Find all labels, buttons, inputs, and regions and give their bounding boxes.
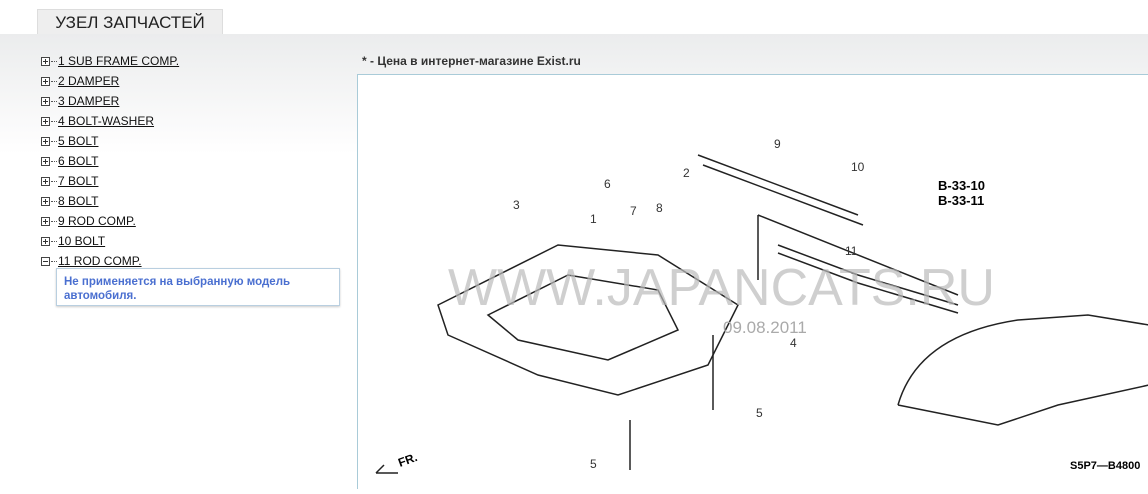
tree-item: 10 BOLT	[41, 231, 179, 251]
tree-item-link[interactable]: 5 BOLT	[58, 134, 99, 148]
parts-tree: 1 SUB FRAME COMP. 2 DAMPER 3 DAMPER 4 BOLT-…	[41, 51, 179, 271]
tree-item-link[interactable]: 2 DAMPER	[58, 74, 120, 88]
tree-item-link[interactable]: 1 SUB FRAME COMP.	[58, 54, 180, 68]
tree-item: 3 DAMPER	[41, 91, 179, 111]
rod-9	[697, 154, 864, 226]
car-outline	[897, 314, 1148, 426]
callout-1: 1	[590, 212, 597, 226]
expand-icon[interactable]	[41, 236, 50, 246]
tree-item-link[interactable]: 8 BOLT	[58, 194, 99, 208]
diagram-svg: WWW.JAPANCATS.RU 09.08.2011 1 2 3 4 5 5 …	[375, 137, 1148, 474]
callout-11: 11	[845, 244, 858, 258]
callout-6: 6	[604, 177, 611, 191]
tree-item-link[interactable]: 3 DAMPER	[58, 94, 120, 108]
tree-connector	[51, 260, 57, 262]
top-bar: УЗЕЛ ЗАПЧАСТЕЙ	[0, 0, 1148, 35]
expand-icon[interactable]	[41, 96, 50, 106]
expand-icon[interactable]	[41, 56, 50, 66]
subframe-inner	[486, 274, 680, 361]
expand-icon[interactable]	[41, 136, 50, 146]
tree-connector	[51, 80, 57, 82]
tree-item: 4 BOLT-WASHER	[41, 111, 179, 131]
expand-icon[interactable]	[41, 116, 50, 126]
tree-connector	[51, 200, 57, 202]
front-label: FR.	[396, 450, 419, 470]
callout-8: 8	[656, 201, 663, 215]
tree-item: 1 SUB FRAME COMP.	[41, 51, 179, 71]
tree-connector	[51, 180, 57, 182]
subframe-shape	[437, 244, 739, 396]
price-note: * - Цена в интернет-магазине Exist.ru	[362, 54, 581, 68]
callout-7: 7	[630, 204, 637, 218]
tree-item-link[interactable]: 10 BOLT	[58, 234, 106, 248]
tree-connector	[51, 240, 57, 242]
callout-3: 3	[513, 198, 520, 212]
expand-icon[interactable]	[41, 156, 50, 166]
tree-item-link[interactable]: 6 BOLT	[58, 154, 99, 168]
watermark: WWW.JAPANCATS.RU	[448, 259, 995, 317]
diagram-code: S5P7—B4800	[1070, 460, 1140, 472]
date-stamp: 09.08.2011	[723, 318, 807, 337]
bracket-11	[757, 214, 959, 296]
tree-item-link[interactable]: 4 BOLT-WASHER	[58, 114, 155, 128]
tree-item: 7 BOLT	[41, 171, 179, 191]
tree-item-link[interactable]: 7 BOLT	[58, 174, 99, 188]
tree-item: 8 BOLT	[41, 191, 179, 211]
tree-item: 11 ROD COMP.	[41, 251, 179, 271]
callout-5a: 5	[756, 406, 763, 420]
content-area: 1 SUB FRAME COMP. 2 DAMPER 3 DAMPER 4 BOLT-…	[0, 34, 1148, 489]
expand-icon[interactable]	[41, 216, 50, 226]
tree-connector	[51, 60, 57, 62]
callout-2: 2	[683, 166, 690, 180]
tree-item: 9 ROD COMP.	[41, 211, 179, 231]
tree-connector	[51, 220, 57, 222]
tree-connector	[51, 120, 57, 122]
tree-connector	[51, 100, 57, 102]
expand-icon[interactable]	[41, 196, 50, 206]
tree-item: 2 DAMPER	[41, 71, 179, 91]
ref-b-33-10: B-33-10	[938, 178, 985, 193]
callout-5b: 5	[590, 457, 597, 471]
tree-item: 5 BOLT	[41, 131, 179, 151]
callout-10: 10	[851, 160, 865, 174]
expand-icon[interactable]	[41, 76, 50, 86]
expand-icon[interactable]	[41, 176, 50, 186]
not-applicable-note: Не применяется на выбранную модель автом…	[56, 268, 340, 306]
tree-connector	[51, 160, 57, 162]
rod-11	[777, 244, 959, 314]
tree-item-link[interactable]: 9 ROD COMP.	[58, 214, 136, 228]
tab-parts-assembly[interactable]: УЗЕЛ ЗАПЧАСТЕЙ	[37, 9, 223, 35]
front-arrow-icon	[375, 464, 398, 474]
callout-4: 4	[790, 336, 797, 350]
tree-connector	[51, 140, 57, 142]
parts-diagram[interactable]: WWW.JAPANCATS.RU 09.08.2011 1 2 3 4 5 5 …	[357, 74, 1148, 489]
tree-item-link[interactable]: 11 ROD COMP.	[58, 254, 142, 268]
tree-item: 6 BOLT	[41, 151, 179, 171]
ref-b-33-11: B-33-11	[938, 193, 984, 208]
callout-9: 9	[774, 137, 781, 151]
collapse-icon[interactable]	[41, 256, 50, 266]
